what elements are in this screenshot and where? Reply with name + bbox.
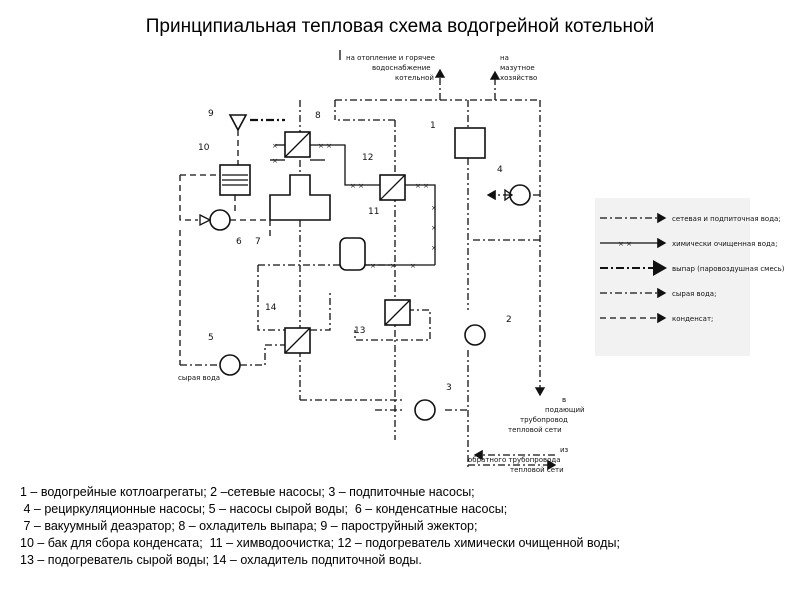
thermal-scheme-diagram: × × × × × × × × × × × × × ×	[178, 50, 785, 474]
svg-text:сырая вода: сырая вода	[178, 374, 220, 382]
svg-text:6: 6	[236, 237, 242, 247]
caption-line: 13 – подогреватель сырой воды; 14 – охла…	[20, 553, 422, 567]
steam-ejector-9	[228, 114, 248, 132]
svg-text:2: 2	[506, 315, 512, 325]
svg-text:на: на	[500, 54, 509, 62]
chem-treatment-11	[339, 237, 366, 271]
svg-text:×: ×	[272, 157, 278, 165]
svg-text:сетевая и подпиточная вода;: сетевая и подпиточная вода;	[672, 215, 781, 223]
svg-text:1: 1	[430, 121, 436, 131]
svg-text:×: ×	[272, 142, 278, 150]
svg-text:12: 12	[362, 153, 373, 163]
svg-text:×: ×	[370, 262, 376, 270]
svg-text:хозяйство: хозяйство	[500, 74, 537, 82]
equipment-numbers: 1 2 3 4 5 6 7 8 9 10 11 12 13 14	[198, 109, 512, 393]
svg-text:8: 8	[315, 111, 321, 121]
page-title: Принципиальная тепловая схема водогрейно…	[145, 16, 655, 37]
legend: сетевая и подпиточная вода; × × химическ…	[600, 212, 785, 324]
svg-text:тепловой сети: тепловой сети	[508, 426, 562, 434]
svg-text:×: ×	[431, 244, 437, 252]
svg-text:химически очищенная вода;: химически очищенная вода;	[672, 240, 777, 248]
svg-text:конденсат;: конденсат;	[672, 315, 713, 323]
recirculation-pump-4	[509, 184, 531, 206]
raw-water-pump-5	[219, 354, 241, 376]
svg-text:9: 9	[208, 109, 214, 119]
treated-water-lines: × × × × × × × × × × × × × ×	[270, 142, 437, 270]
vacuum-deaerator-7	[269, 174, 331, 221]
caption-line: 7 – вакуумный деаэратор; 8 – охладитель …	[20, 519, 478, 533]
svg-text:в: в	[562, 396, 566, 404]
svg-text:выпар (паровоздушная смесь): выпар (паровоздушная смесь)	[672, 265, 785, 273]
svg-text:10: 10	[198, 143, 210, 153]
pipe-network	[179, 50, 557, 471]
svg-text:×: ×	[431, 224, 437, 232]
svg-text:котельной: котельной	[395, 74, 434, 82]
svg-text:из: из	[560, 446, 569, 454]
svg-text:тепловой сети: тепловой сети	[510, 466, 564, 474]
svg-text:сырая вода;: сырая вода;	[672, 290, 716, 298]
make-up-pump-3	[414, 399, 436, 421]
svg-text:11: 11	[368, 207, 379, 217]
svg-text:×: ×	[410, 262, 416, 270]
svg-text:5: 5	[208, 333, 214, 343]
network-pump-2	[464, 324, 486, 346]
condensate-pump-6	[209, 209, 231, 231]
boiler-1	[454, 127, 486, 159]
svg-text:×: ×	[431, 204, 437, 212]
svg-text:4: 4	[497, 165, 503, 175]
svg-text:подающий: подающий	[545, 406, 585, 414]
svg-text:× ×: × ×	[318, 142, 332, 150]
pumps	[199, 184, 531, 421]
svg-text:× ×: × ×	[350, 182, 364, 190]
flow-labels: на отопление и горячее водоснабжение кот…	[178, 54, 585, 474]
svg-text:14: 14	[265, 303, 277, 313]
svg-text:обратного трубопровода: обратного трубопровода	[468, 456, 561, 464]
svg-text:× ×: × ×	[618, 240, 632, 248]
caption-line: 10 – бак для сбора конденсата; 11 – химв…	[20, 536, 620, 550]
caption-line: 1 – водогрейные котлоагрегаты; 2 –сетевы…	[20, 485, 475, 499]
svg-text:13: 13	[354, 326, 365, 336]
svg-text:мазутное: мазутное	[500, 64, 535, 72]
svg-text:3: 3	[446, 383, 452, 393]
svg-text:трубопровод: трубопровод	[520, 416, 568, 424]
legend-panel	[595, 198, 750, 356]
equipment-captions: 1 – водогрейные котлоагрегаты; 2 –сетевы…	[20, 484, 790, 569]
svg-text:×: ×	[390, 262, 396, 270]
svg-text:× ×: × ×	[415, 182, 429, 190]
caption-line: 4 – рециркуляционные насосы; 5 – насосы …	[20, 502, 508, 516]
svg-text:7: 7	[255, 237, 261, 247]
svg-text:водоснабжение: водоснабжение	[372, 64, 431, 72]
svg-text:на отопление и горячее: на отопление и горячее	[346, 54, 435, 62]
